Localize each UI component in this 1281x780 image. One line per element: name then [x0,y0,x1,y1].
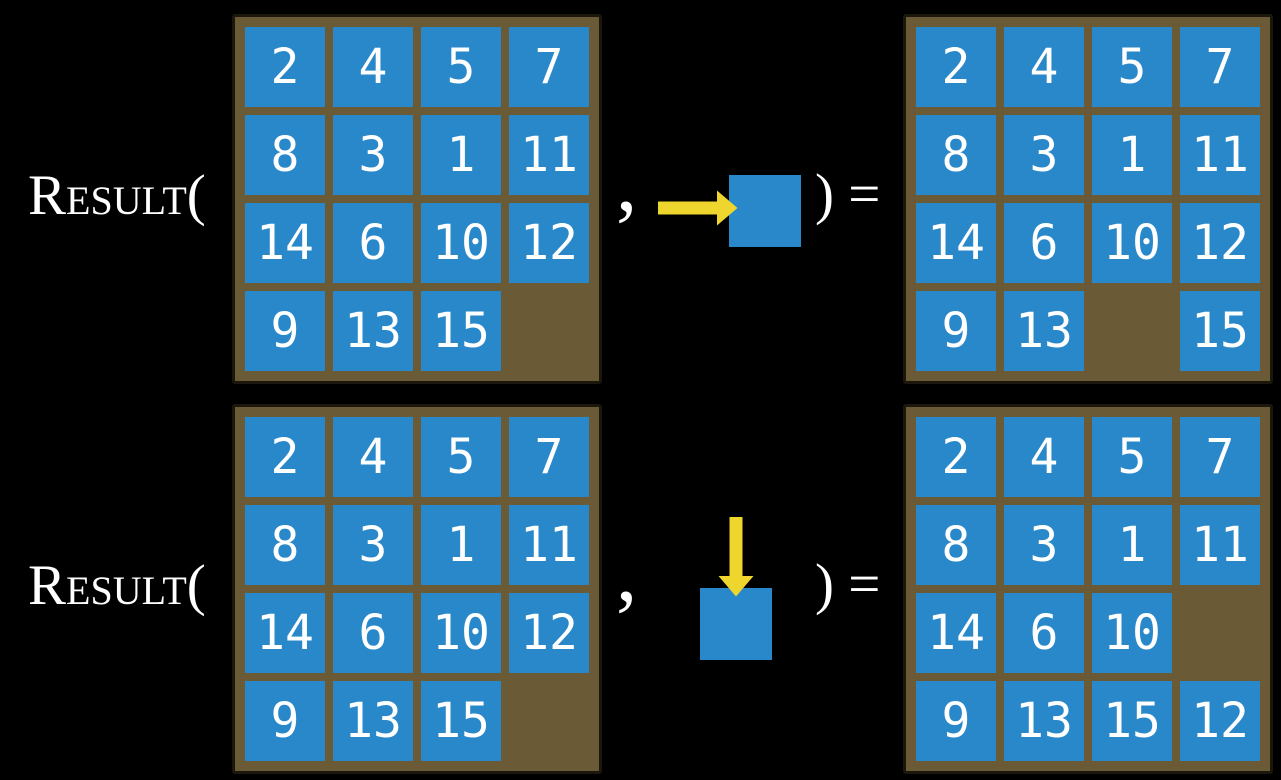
down-arrow-shape [718,517,754,597]
empty-cell [1180,593,1260,673]
tile-11: 11 [1180,505,1260,585]
tile-12: 12 [509,593,589,673]
tile-7: 7 [1180,27,1260,107]
tile-10: 10 [1092,203,1172,283]
comma-separator: , [616,135,638,229]
empty-cell [509,681,589,761]
result-function-label: Result( [28,164,206,227]
tile-3: 3 [1004,505,1084,585]
right-arrow-shape [658,190,738,226]
comma-separator: , [616,525,638,619]
tile-1: 1 [1092,505,1172,585]
tile-5: 5 [1092,417,1172,497]
tile-8: 8 [916,115,996,195]
tile-2: 2 [916,27,996,107]
tile-8: 8 [245,115,325,195]
tile-4: 4 [1004,27,1084,107]
result-function-label: Result( [28,554,206,617]
down-arrow-icon [718,517,754,597]
tile-15: 15 [1180,291,1260,371]
tile-8: 8 [245,505,325,585]
tile-7: 7 [509,417,589,497]
tile-10: 10 [421,203,501,283]
tile-9: 9 [245,681,325,761]
tile-4: 4 [333,27,413,107]
close-paren-equals: ) = [815,553,881,616]
tile-1: 1 [421,115,501,195]
tile-6: 6 [1004,203,1084,283]
tile-14: 14 [245,203,325,283]
tile-11: 11 [509,505,589,585]
tile-3: 3 [333,115,413,195]
tile-13: 13 [1004,681,1084,761]
tile-12: 12 [1180,681,1260,761]
tile-5: 5 [1092,27,1172,107]
right-arrow-icon [658,190,738,226]
tile-9: 9 [916,681,996,761]
tile-4: 4 [333,417,413,497]
tile-4: 4 [1004,417,1084,497]
tile-7: 7 [1180,417,1260,497]
tile-12: 12 [1180,203,1260,283]
move-tile-square [729,175,801,247]
tile-15: 15 [421,291,501,371]
empty-cell [1092,291,1172,371]
tile-10: 10 [1092,593,1172,673]
tile-1: 1 [1092,115,1172,195]
tile-14: 14 [916,593,996,673]
tile-6: 6 [1004,593,1084,673]
tile-6: 6 [333,203,413,283]
tile-9: 9 [916,291,996,371]
tile-3: 3 [333,505,413,585]
tile-10: 10 [421,593,501,673]
tile-2: 2 [916,417,996,497]
tile-12: 12 [509,203,589,283]
tile-15: 15 [421,681,501,761]
tile-2: 2 [245,417,325,497]
tile-14: 14 [245,593,325,673]
tile-14: 14 [916,203,996,283]
tile-13: 13 [333,681,413,761]
tile-13: 13 [1004,291,1084,371]
tile-7: 7 [509,27,589,107]
close-paren-equals: ) = [815,163,881,226]
tile-11: 11 [509,115,589,195]
tile-5: 5 [421,27,501,107]
tile-15: 15 [1092,681,1172,761]
tile-1: 1 [421,505,501,585]
move-tile-square [700,588,772,660]
empty-cell [509,291,589,371]
tile-9: 9 [245,291,325,371]
tile-8: 8 [916,505,996,585]
tile-11: 11 [1180,115,1260,195]
tile-5: 5 [421,417,501,497]
tile-6: 6 [333,593,413,673]
tile-2: 2 [245,27,325,107]
tile-3: 3 [1004,115,1084,195]
tile-13: 13 [333,291,413,371]
